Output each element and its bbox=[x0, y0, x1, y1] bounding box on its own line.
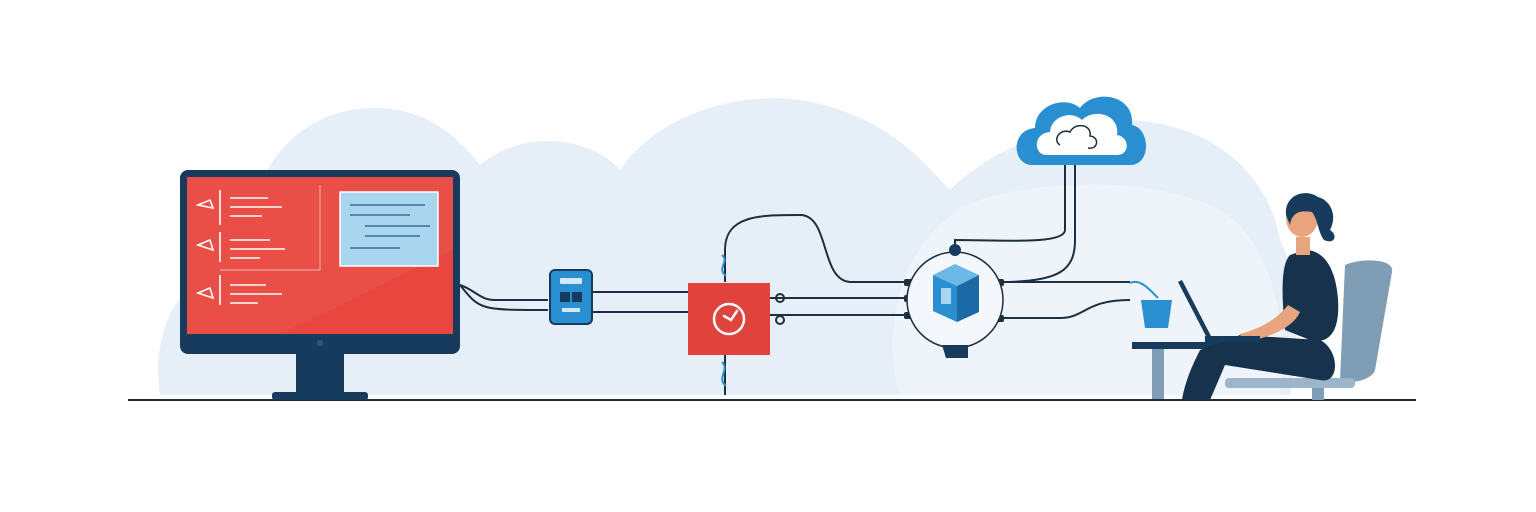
monitor-icon bbox=[180, 170, 460, 400]
cloud-icon bbox=[1016, 96, 1146, 165]
cup-icon bbox=[1129, 280, 1172, 328]
person-with-laptop-icon bbox=[1178, 193, 1339, 400]
network-cables bbox=[459, 165, 1131, 395]
chair-icon bbox=[1225, 260, 1393, 400]
cable-accents bbox=[721, 254, 727, 387]
firewall-icon bbox=[688, 283, 770, 355]
server-cube-icon bbox=[906, 244, 1004, 358]
router-icon bbox=[549, 269, 593, 325]
desk-icon bbox=[1132, 342, 1282, 399]
